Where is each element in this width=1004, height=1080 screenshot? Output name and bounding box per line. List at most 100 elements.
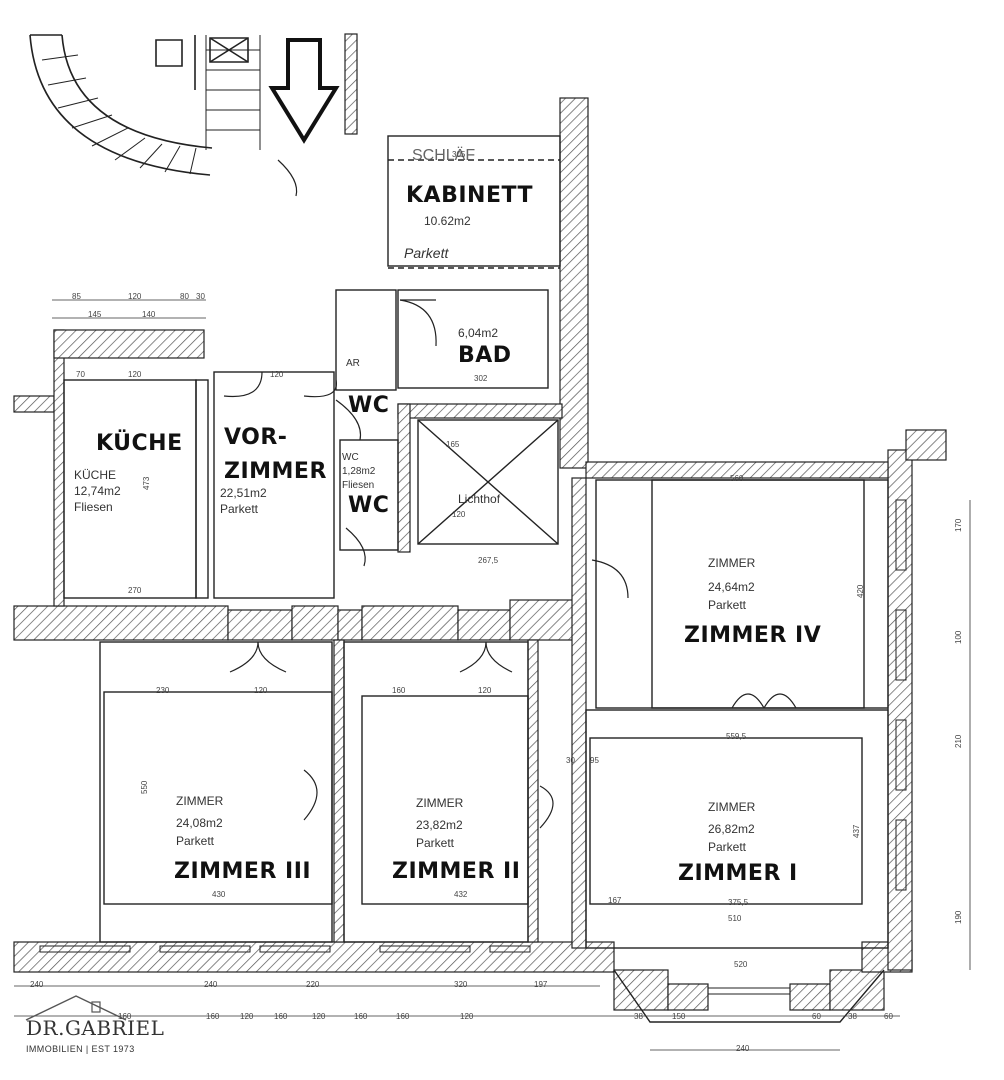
doors bbox=[223, 159, 797, 829]
dim-bottom-2: 240 bbox=[204, 980, 218, 989]
dim-bottom-5: 160 bbox=[274, 1012, 288, 1021]
room-name-zimmer3: ZIMMER bbox=[176, 794, 224, 808]
room-area-zimmer4: 24,64m2 bbox=[708, 580, 755, 594]
room-label-vorzimmer-line2: ZIMMER bbox=[224, 459, 327, 484]
room-name-kueche: KÜCHE bbox=[74, 468, 117, 482]
dim-side-2: 210 bbox=[954, 734, 963, 748]
dim-bottom-8: 160 bbox=[354, 1012, 368, 1021]
entry-arrow-icon bbox=[268, 38, 340, 144]
room-outlines bbox=[63, 135, 889, 1023]
dim-bottom-6: 220 bbox=[306, 980, 320, 989]
house-roof-icon bbox=[25, 995, 127, 1021]
dim-zimmer3-top: 230 bbox=[156, 686, 170, 695]
dim-kueche-height: 473 bbox=[142, 476, 151, 490]
dim-side-0: 170 bbox=[954, 518, 963, 532]
dim-top-1: 120 bbox=[128, 292, 142, 301]
dim-bottom-1: 160 bbox=[118, 1012, 132, 1021]
room-label-ar: AR bbox=[346, 358, 360, 369]
dim-zimmer4-height: 420 bbox=[856, 584, 865, 598]
dim-zimmer1-w2: 510 bbox=[728, 914, 742, 923]
dim-top-0: 85 bbox=[72, 292, 81, 301]
dim-top-4: 145 bbox=[88, 310, 102, 319]
dim-bottom-15: 150 bbox=[672, 1012, 686, 1021]
room-label-vorzimmer-line1: VOR- bbox=[224, 425, 288, 450]
dim-bottom-17: 60 bbox=[812, 1012, 821, 1021]
room-area-bad: 6,04m2 bbox=[458, 326, 499, 340]
dim-zimmer2-door: 120 bbox=[478, 686, 492, 695]
staircase bbox=[29, 34, 261, 176]
room-floor-wc-2: Fliesen bbox=[342, 480, 375, 491]
dim-kueche-top: 70 bbox=[76, 370, 85, 379]
dim-bottom-9: 160 bbox=[396, 1012, 410, 1021]
dim-bottom-4: 120 bbox=[240, 1012, 254, 1021]
room-label-kueche: KÜCHE bbox=[96, 431, 183, 456]
dim-zimmer1-top2: 95 bbox=[590, 756, 599, 765]
dim-top-3: 30 bbox=[196, 292, 205, 301]
dim-bottom-14: 38 bbox=[634, 1012, 643, 1021]
room-label-zimmer3: ZIMMER III bbox=[174, 859, 312, 884]
dim-bottom-7: 120 bbox=[312, 1012, 326, 1021]
room-floor-zimmer4: Parkett bbox=[708, 598, 747, 612]
dim-zimmer4-bottom: 559,5 bbox=[726, 732, 747, 741]
dimension-lines bbox=[14, 299, 971, 1051]
dim-bottom-13: 167 bbox=[608, 896, 622, 905]
dim-zimmer2-bottom: 432 bbox=[454, 890, 468, 899]
dim-zimmer1-w1: 375,5 bbox=[728, 898, 749, 907]
room-floor-zimmer2: Parkett bbox=[416, 836, 455, 850]
dim-kabinett-width: 305 bbox=[452, 150, 466, 159]
room-area-kueche: 12,74m2 bbox=[74, 484, 121, 498]
dim-kueche-top2: 120 bbox=[128, 370, 142, 379]
room-floor-kabinett: Parkett bbox=[404, 245, 449, 261]
room-name-zimmer1: ZIMMER bbox=[708, 800, 756, 814]
dim-bottom-11: 120 bbox=[460, 1012, 474, 1021]
company-logo: DR.GABRIEL IMMOBILIEN | EST 1973 bbox=[22, 992, 165, 1062]
dim-lichthof-w3: 267,5 bbox=[478, 556, 499, 565]
room-area-kabinett: 10.62m2 bbox=[424, 214, 471, 228]
room-label-wc-1: WC bbox=[348, 393, 390, 418]
logo-name: DR.GABRIEL bbox=[26, 1016, 165, 1040]
walls bbox=[13, 33, 947, 1011]
dim-zimmer3-bottom: 430 bbox=[212, 890, 226, 899]
dim-side-1: 100 bbox=[954, 630, 963, 644]
dim-zimmer3-door: 120 bbox=[254, 686, 268, 695]
room-floor-kueche: Fliesen bbox=[74, 500, 113, 514]
room-name-zimmer4: ZIMMER bbox=[708, 556, 756, 570]
dim-zimmer1-height: 437 bbox=[852, 824, 861, 838]
dim-kueche-bottom: 270 bbox=[128, 586, 142, 595]
dim-bottom-12: 197 bbox=[534, 980, 548, 989]
dim-zimmer2-top: 160 bbox=[392, 686, 406, 695]
room-area-zimmer1: 26,82m2 bbox=[708, 822, 755, 836]
room-label-zimmer2: ZIMMER II bbox=[392, 859, 521, 884]
room-floor-zimmer1: Parkett bbox=[708, 840, 747, 854]
room-small-label-wc-2: WC bbox=[342, 452, 359, 463]
dim-zimmer4-top: 560 bbox=[730, 474, 744, 483]
room-label-bad: BAD bbox=[458, 343, 512, 368]
room-label-zimmer1: ZIMMER I bbox=[678, 861, 798, 886]
dim-vorzimmer-top: 120 bbox=[270, 370, 284, 379]
dim-bottom-0: 240 bbox=[30, 980, 44, 989]
windows bbox=[39, 499, 907, 995]
room-label-lichthof: Lichthof bbox=[458, 492, 501, 506]
room-label-zimmer4: ZIMMER IV bbox=[684, 623, 822, 648]
room-name-zimmer2: ZIMMER bbox=[416, 796, 464, 810]
dim-bottom-19: 60 bbox=[884, 1012, 893, 1021]
dim-balcony: 240 bbox=[736, 1044, 750, 1053]
room-label-wc-2: WC bbox=[348, 493, 390, 518]
room-floor-vorzimmer: Parkett bbox=[220, 502, 259, 516]
dim-side-3: 190 bbox=[954, 910, 963, 924]
dim-bad-width: 302 bbox=[474, 374, 488, 383]
room-area-vorzimmer: 22,51m2 bbox=[220, 486, 267, 500]
room-area-wc-2: 1,28m2 bbox=[342, 466, 376, 477]
dim-bottom-18: 38 bbox=[848, 1012, 857, 1021]
room-floor-zimmer3: Parkett bbox=[176, 834, 215, 848]
room-label-kabinett: KABINETT bbox=[406, 183, 533, 208]
dim-zimmer3-height: 550 bbox=[140, 780, 149, 794]
logo-tagline: IMMOBILIEN | EST 1973 bbox=[26, 1044, 135, 1054]
dim-zimmer1-top1: 30 bbox=[566, 756, 575, 765]
dim-bottom-10: 320 bbox=[454, 980, 468, 989]
dim-top-5: 140 bbox=[142, 310, 156, 319]
room-overlay-kabinett: SCHLÄF bbox=[412, 147, 476, 164]
room-area-zimmer3: 24,08m2 bbox=[176, 816, 223, 830]
dim-lichthof-w1: 165 bbox=[446, 440, 460, 449]
